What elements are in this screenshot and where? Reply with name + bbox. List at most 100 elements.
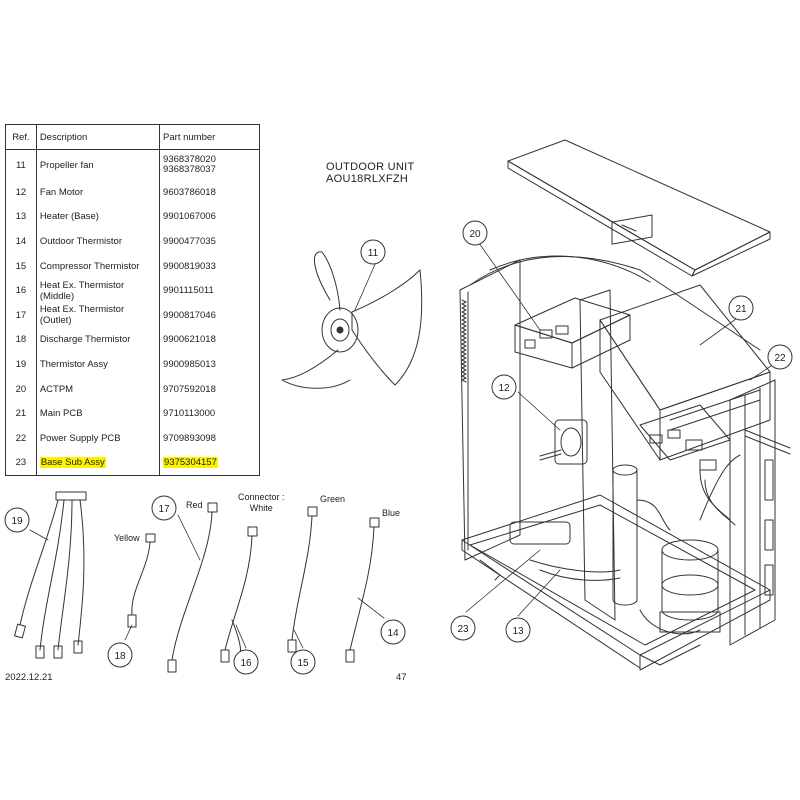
row-description: Propeller fan bbox=[36, 149, 161, 180]
svg-text:19: 19 bbox=[11, 516, 23, 527]
row-part-number: 9368378020 bbox=[163, 154, 216, 165]
thermistor-17-red bbox=[167, 502, 218, 673]
callout-21: 21 bbox=[728, 295, 754, 321]
header-ref: Ref. bbox=[5, 124, 37, 150]
callout-23: 23 bbox=[450, 615, 476, 641]
row-description: Discharge Thermistor bbox=[36, 327, 161, 353]
callout-19: 19 bbox=[4, 507, 30, 533]
table-row: 15 Compressor Thermistor 9900819033 bbox=[5, 253, 260, 279]
row-ref: 21 bbox=[5, 401, 37, 426]
callout-20: 20 bbox=[462, 220, 488, 246]
row-part-number: 9900477035 bbox=[163, 235, 216, 247]
row-ref: 16 bbox=[5, 278, 37, 303]
row-description: Heat Ex. Thermistor (Middle) bbox=[36, 278, 161, 303]
row-part-number: 9603786018 bbox=[163, 186, 216, 198]
svg-text:13: 13 bbox=[512, 626, 524, 637]
svg-text:17: 17 bbox=[158, 504, 170, 515]
callout-22: 22 bbox=[767, 344, 793, 370]
svg-text:12: 12 bbox=[498, 383, 510, 394]
row-ref: 11 bbox=[5, 149, 37, 180]
callout-17: 17 bbox=[151, 495, 177, 521]
table-header-row: Ref. Description Part number bbox=[5, 124, 260, 150]
row-ref: 12 bbox=[5, 180, 37, 205]
callout-16: 16 bbox=[233, 649, 259, 675]
table-row: 11 Propeller fan 9368378020 9368378037 bbox=[5, 149, 260, 181]
callout-12: 12 bbox=[491, 374, 517, 400]
table-row: 18 Discharge Thermistor 9900621018 bbox=[5, 327, 260, 353]
row-part-number: 9901067006 bbox=[163, 211, 216, 223]
row-description: Heat Ex. Thermistor (Outlet) bbox=[36, 302, 161, 328]
row-part-number: 9710113000 bbox=[163, 408, 216, 420]
row-part-number-cell: 9368378020 9368378037 bbox=[160, 150, 260, 181]
row-ref: 14 bbox=[5, 229, 37, 254]
callout-13: 13 bbox=[505, 617, 531, 643]
row-description: Main PCB bbox=[36, 401, 161, 426]
callout-14: 14 bbox=[380, 619, 406, 645]
table-row: 12 Fan Motor 9603786018 bbox=[5, 180, 260, 205]
unit-title: OUTDOOR UNIT AOU18RLXFZH bbox=[326, 161, 415, 185]
svg-text:11: 11 bbox=[368, 248, 379, 259]
svg-text:23: 23 bbox=[457, 624, 469, 635]
svg-text:15: 15 bbox=[297, 658, 309, 669]
row-part-number-alt: 9368378037 bbox=[163, 164, 216, 175]
label-white: White bbox=[249, 503, 273, 513]
row-description: ACTPM bbox=[36, 376, 161, 402]
row-description-cell: Base Sub Assy bbox=[36, 450, 161, 476]
top-cover-panel bbox=[507, 139, 771, 277]
row-part-number-cell: 9375304157 bbox=[160, 451, 260, 476]
row-ref: 13 bbox=[5, 204, 37, 230]
unit-title-line1: OUTDOOR UNIT bbox=[326, 161, 415, 173]
row-part-number: 9707592018 bbox=[163, 383, 216, 395]
row-description: Power Supply PCB bbox=[36, 425, 161, 451]
table-row: 14 Outdoor Thermistor 9900477035 bbox=[5, 229, 260, 254]
table-row: 16 Heat Ex. Thermistor (Middle) 99011150… bbox=[5, 278, 260, 303]
header-part-number: Part number bbox=[159, 124, 260, 150]
table-row: 20 ACTPM 9707592018 bbox=[5, 376, 260, 402]
label-blue: Blue bbox=[382, 508, 401, 518]
thermistor-15-green bbox=[287, 506, 318, 653]
table-row: 21 Main PCB 9710113000 bbox=[5, 401, 260, 426]
row-ref: 22 bbox=[5, 425, 37, 451]
svg-text:22: 22 bbox=[774, 353, 786, 364]
row-ref: 18 bbox=[5, 327, 37, 353]
row-description: Compressor Thermistor bbox=[36, 253, 161, 279]
table-row: 19 Thermistor Assy 9900985013 bbox=[5, 352, 260, 377]
row-ref: 20 bbox=[5, 376, 37, 402]
footer-date: 2022.12.21 bbox=[5, 672, 53, 683]
callout-11: 11 bbox=[360, 239, 386, 265]
outdoor-unit-body bbox=[459, 214, 791, 671]
row-description: Outdoor Thermistor bbox=[36, 229, 161, 254]
leader-lines bbox=[29, 242, 781, 649]
row-part-number: 9901115011 bbox=[163, 285, 214, 297]
label-red: Red bbox=[186, 500, 203, 510]
row-part-number: 9709893098 bbox=[163, 432, 216, 444]
svg-text:16: 16 bbox=[240, 658, 252, 669]
parts-table: Ref. Description Part number 11 Propelle… bbox=[5, 124, 260, 477]
footer-page-number: 47 bbox=[396, 672, 407, 683]
label-green: Green bbox=[320, 494, 346, 504]
thermistor-assy bbox=[14, 491, 87, 659]
label-yellow: Yellow bbox=[114, 533, 140, 543]
table-row: 22 Power Supply PCB 9709893098 bbox=[5, 425, 260, 451]
row-ref: 17 bbox=[5, 302, 37, 328]
unit-model: AOU18RLXFZH bbox=[326, 173, 409, 185]
row-ref: 19 bbox=[5, 352, 37, 377]
row-ref: 23 bbox=[5, 450, 37, 476]
row-part-number: 9900621018 bbox=[163, 334, 216, 346]
table-row-highlighted: 23 Base Sub Assy 9375304157 bbox=[5, 450, 260, 476]
row-part-number: 9900985013 bbox=[163, 358, 216, 370]
callout-18: 18 bbox=[107, 642, 133, 668]
svg-text:18: 18 bbox=[114, 651, 126, 662]
label-connector: Connector : bbox=[238, 492, 285, 502]
svg-text:21: 21 bbox=[735, 304, 747, 315]
thermistor-18-yellow bbox=[127, 533, 156, 628]
thermistor-16-white bbox=[220, 526, 258, 663]
header-description: Description bbox=[36, 124, 161, 150]
label-connector-white: Connector : White bbox=[238, 492, 285, 514]
svg-text:20: 20 bbox=[469, 229, 481, 240]
row-part-number: 9375304157 bbox=[163, 457, 218, 469]
row-description: Fan Motor bbox=[36, 180, 161, 205]
table-row: 13 Heater (Base) 9901067006 bbox=[5, 204, 260, 230]
table-row: 17 Heat Ex. Thermistor (Outlet) 99008170… bbox=[5, 302, 260, 328]
